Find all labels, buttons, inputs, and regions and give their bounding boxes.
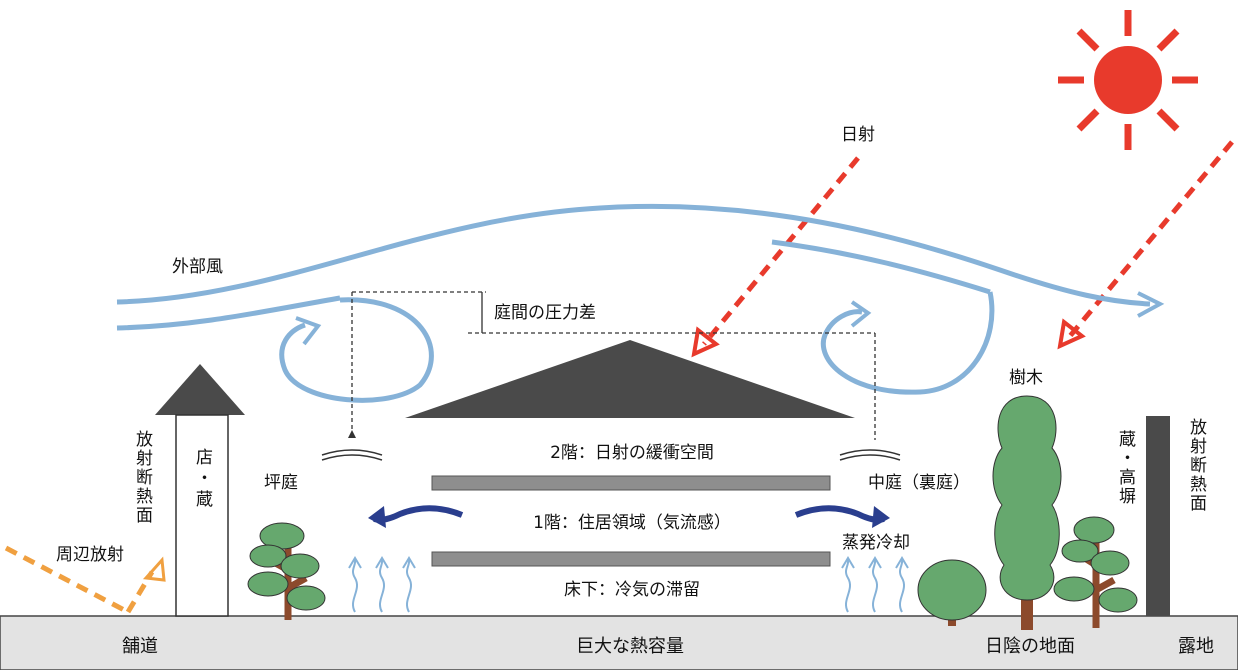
shop-roof xyxy=(155,364,245,415)
evaporation-arrows-left xyxy=(348,556,416,613)
sun-icon xyxy=(1058,10,1198,150)
sunlight-label: 日射 xyxy=(841,125,875,145)
second-floor-slab xyxy=(431,475,831,491)
ambient-radiation-arrows xyxy=(4,545,166,615)
air-swirl-right xyxy=(820,291,995,395)
back-garden-label: 中庭（裏庭） xyxy=(868,472,970,493)
sunlight-ray-left xyxy=(691,156,860,358)
trees-label: 樹木 xyxy=(1009,368,1043,388)
pressure-arrow-left xyxy=(348,430,356,438)
underfloor-label: 床下：冷気の滞留 xyxy=(564,580,700,600)
tree-right-pine xyxy=(1053,516,1138,628)
breeze-arrow-left xyxy=(368,505,464,528)
front-garden-label: 坪庭 xyxy=(264,473,298,493)
thermal-capacity-label: 巨大な熱容量 xyxy=(576,636,684,657)
first-floor-slab xyxy=(431,551,831,567)
pavement-label: 舗道 xyxy=(122,636,158,657)
storehouse-wall xyxy=(1146,416,1170,616)
garden-vent-right xyxy=(839,449,901,461)
evaporative-cooling-label: 蒸発冷却 xyxy=(842,533,910,553)
second-floor-label: 2階：日射の緩衝空間 xyxy=(550,443,714,463)
pressure-difference-indicator xyxy=(351,291,876,440)
external-wind-flow xyxy=(116,203,1165,331)
evaporation-arrows-right xyxy=(841,556,909,613)
first-floor-label: 1階：住居領域（気流感） xyxy=(533,513,731,533)
breeze-arrow-right xyxy=(794,505,890,528)
open-ground-label: 露地 xyxy=(1178,636,1214,657)
shop-storehouse-label: 店・蔵 xyxy=(192,448,213,511)
tree-left-pine xyxy=(247,522,326,620)
tree-round xyxy=(917,559,987,626)
sunlight-ray-right xyxy=(1057,140,1234,350)
radiation-insulation-left-label: 放射断熱面 xyxy=(132,430,153,525)
main-roof xyxy=(405,340,855,418)
air-swirl-left xyxy=(279,297,434,403)
shop-wall xyxy=(175,414,229,617)
storehouse-wall-label: 蔵・高塀 xyxy=(1115,430,1136,506)
pressure-difference-label: 庭間の圧力差 xyxy=(494,303,596,323)
ambient-radiation-label: 周辺放射 xyxy=(56,545,124,565)
garden-vent-left xyxy=(321,449,383,461)
external-wind-label: 外部風 xyxy=(172,257,223,277)
shaded-ground-label: 日陰の地面 xyxy=(985,636,1075,657)
radiation-insulation-right-label: 放射断熱面 xyxy=(1186,418,1207,513)
tree-tall xyxy=(992,395,1062,630)
